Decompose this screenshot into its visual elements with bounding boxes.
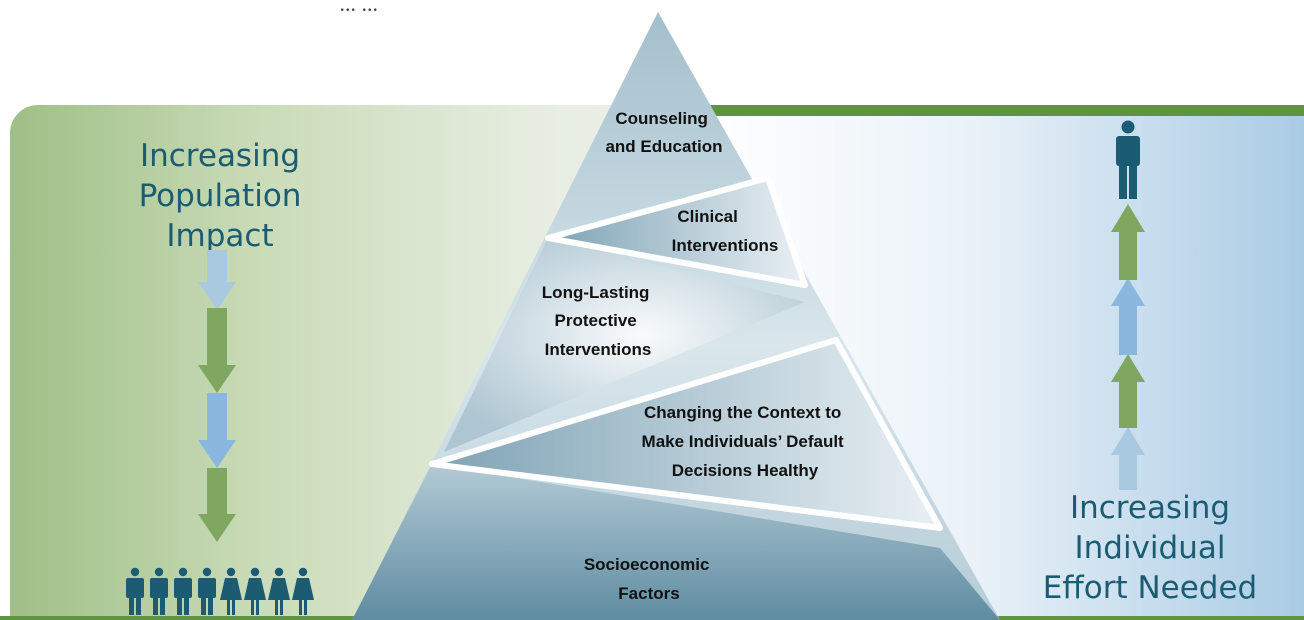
woman-icon (244, 567, 266, 615)
label-line: Decisions Healthy (672, 461, 819, 480)
tier-long-lasting-shape (444, 238, 805, 452)
label-line: Interventions (545, 340, 652, 359)
tier-counseling-label: Counseling and Education (605, 109, 722, 156)
man-icon (126, 567, 144, 615)
heading-line: Increasing (1069, 490, 1231, 526)
population-impact-arrow (198, 250, 236, 542)
man-icon (174, 567, 192, 615)
label-line: Protective (555, 311, 637, 330)
tier-clinical-label: Clinical Interventions (672, 207, 779, 255)
tier-long-lasting-label: Long-Lasting Protective Interventions (542, 283, 654, 359)
heading-line: Effort Needed (1042, 570, 1258, 606)
heading-line: Population (138, 178, 302, 214)
tier-socioeconomic-label: Socioeconomic Factors (584, 555, 714, 603)
label-line: Counseling (615, 109, 708, 128)
label-line: Changing the Context to (644, 403, 841, 422)
heading-line: Impact (166, 218, 274, 254)
heading-line: Individual (1074, 530, 1226, 566)
woman-icon (220, 567, 242, 615)
tier-clinical-shape (545, 175, 808, 288)
label-line: Interventions (672, 236, 779, 255)
person-icon (1116, 120, 1140, 199)
label-line: Make Individuals’ Default (642, 432, 845, 451)
heading-line: Increasing (139, 138, 301, 174)
tier-context-label: Changing the Context to Make Individuals… (642, 403, 849, 480)
label-line: and Education (605, 137, 722, 156)
tier-socioeconomic-shape (352, 464, 1000, 620)
individual-effort-arrow (1111, 204, 1145, 490)
population-impact-heading: Increasing Population Impact (95, 136, 345, 256)
label-line: Long-Lasting (542, 283, 650, 302)
individual-effort-heading: Increasing Individual Effort Needed (1000, 488, 1300, 608)
top-green-rule (700, 105, 1304, 116)
woman-icon (292, 567, 314, 615)
label-line: Factors (618, 584, 679, 603)
man-icon (198, 567, 216, 615)
caption-fragment: ... ... (340, 0, 379, 15)
label-line: Clinical (677, 207, 737, 226)
tier-context-shape (429, 337, 943, 531)
woman-icon (268, 567, 290, 615)
man-icon (150, 567, 168, 615)
population-icons (126, 567, 314, 615)
label-line: Socioeconomic (584, 555, 710, 574)
